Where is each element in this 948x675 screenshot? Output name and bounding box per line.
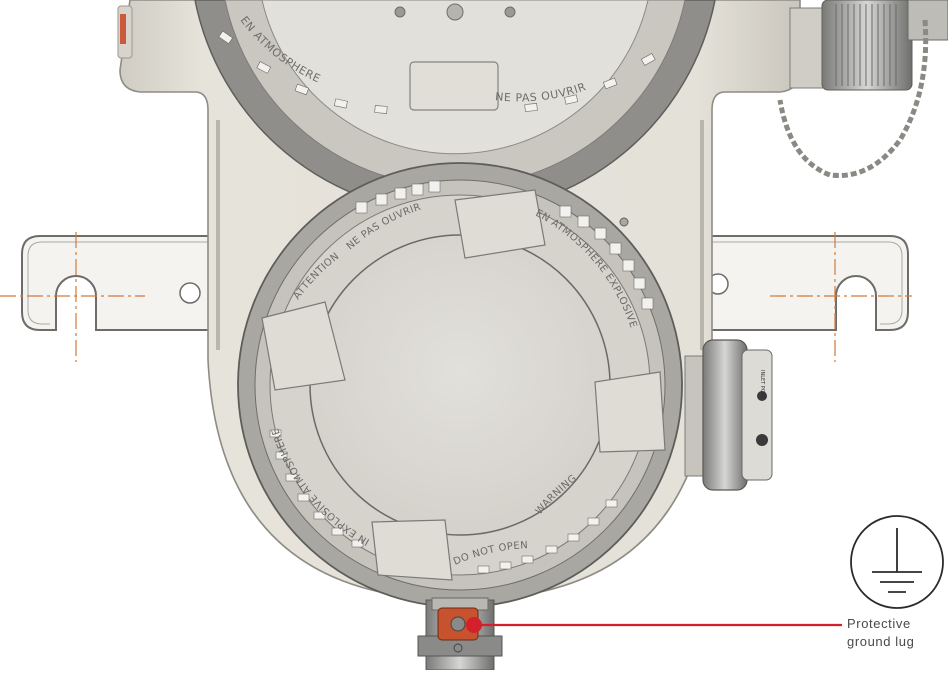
protective-ground-lug	[437, 607, 479, 653]
callout-label-line1: Protective	[847, 616, 911, 631]
upper-lid-bezel: EN ATMOSPHERE NE PAS OUVRIR	[194, 0, 716, 215]
callout-label-line2: ground lug	[847, 634, 915, 649]
lower-lid: ATTENTION NE PAS OUVRIR EN ATMOSPHERE EX…	[237, 162, 683, 608]
side-sensor-port: INLET PORT	[684, 339, 773, 491]
mounting-bracket-left	[21, 235, 216, 331]
sensor-label: INLET PORT	[759, 370, 765, 400]
bracket-centerlines	[0, 232, 912, 362]
callout-leader	[466, 617, 842, 633]
cable-gland	[777, 0, 948, 179]
protective-earth-ground-icon	[850, 515, 944, 609]
mounting-bracket-right	[699, 235, 909, 331]
